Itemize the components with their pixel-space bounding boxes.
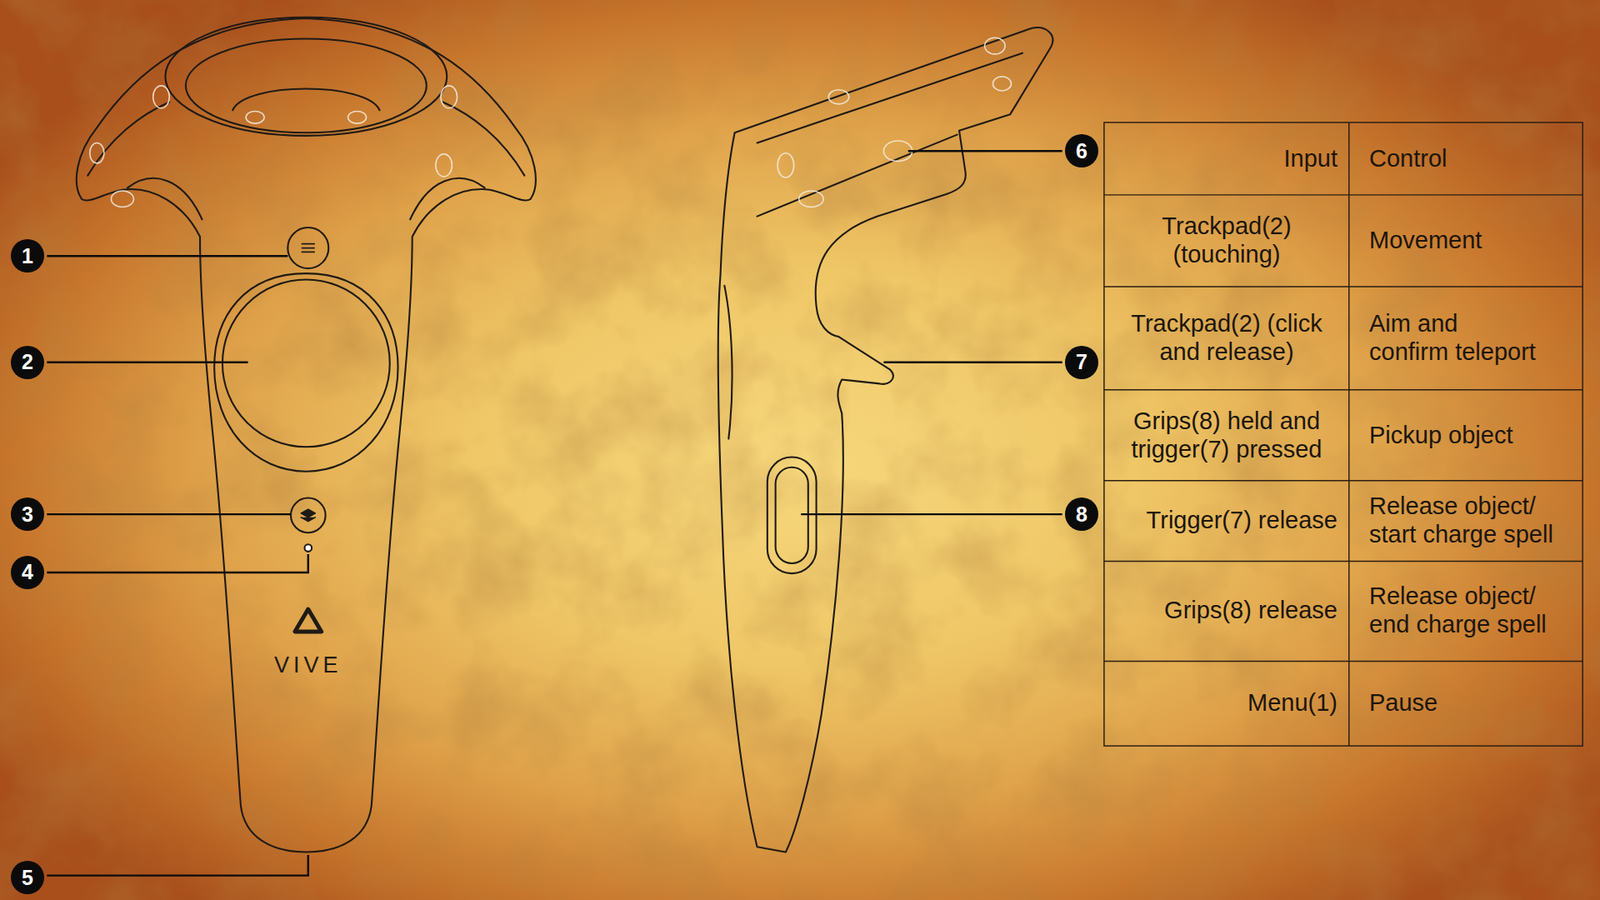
callout-number: 1: [21, 245, 34, 267]
leader-line: [46, 855, 308, 875]
sensor: [777, 153, 795, 178]
table-text: Movement: [1369, 226, 1482, 255]
table-cell: Pause: [1349, 660, 1583, 746]
ring-inner: [185, 39, 427, 134]
sensor: [348, 110, 367, 124]
table-text: Trigger(7) release: [1146, 506, 1338, 535]
table-text: Aim and confirm teleport: [1369, 310, 1540, 366]
menu-button: [287, 227, 329, 269]
table-text: Grips(8) held and trigger(7) pressed: [1115, 407, 1338, 464]
table-cell: Menu(1): [1104, 660, 1350, 746]
table-cell: Trackpad(2) (click and release): [1104, 286, 1350, 390]
table-text: Trackpad(2) (click and release): [1115, 310, 1338, 366]
wing-line: [442, 101, 525, 175]
callout-circle: 1: [10, 239, 45, 273]
vive-logo: [295, 609, 322, 632]
wing-line: [87, 101, 170, 175]
side-edge: [757, 135, 958, 217]
wing-line: [127, 178, 202, 220]
sensor: [799, 190, 824, 208]
table-cell: Control: [1349, 122, 1583, 195]
table-cell: Aim and confirm teleport: [1349, 286, 1583, 390]
table-cell: Grips(8) held and trigger(7) pressed: [1104, 390, 1350, 481]
sensor: [435, 154, 453, 177]
sensor: [992, 76, 1011, 91]
leader-line: [800, 513, 1062, 515]
logo-text: VIVE: [274, 652, 343, 678]
ring-hole: [232, 89, 380, 111]
callout-circle: 7: [1065, 345, 1099, 380]
leader-line: [46, 255, 288, 257]
table-text: Pause: [1369, 689, 1438, 718]
table-cell: Input: [1104, 122, 1350, 195]
sensor: [883, 140, 912, 161]
sensor: [153, 85, 170, 109]
sensor: [985, 37, 1005, 55]
callout-circle: 5: [10, 860, 45, 895]
sensor: [440, 85, 458, 109]
callout-circle: 2: [10, 345, 45, 380]
table-text: Menu(1): [1247, 689, 1338, 718]
table-text: Pickup object: [1369, 421, 1514, 450]
callout-circle: 6: [1065, 134, 1099, 168]
table-cell: Release object/ start charge spell: [1349, 480, 1583, 561]
table-cell: Grips(8) release: [1104, 560, 1350, 661]
leader-line: [46, 360, 248, 363]
leader-line: [908, 150, 1063, 152]
callout-number: 5: [21, 867, 34, 889]
front-outline: [76, 18, 536, 852]
table-grid: [1104, 122, 1583, 746]
sensor: [828, 90, 849, 105]
leader-line: [46, 554, 308, 573]
system-icon: [300, 509, 315, 522]
callout-circle: 8: [1065, 497, 1099, 531]
callout-number: 7: [1075, 351, 1088, 373]
leader-line: [46, 513, 291, 515]
side-edge: [724, 285, 732, 440]
table-cell: Trigger(7) release: [1104, 480, 1350, 561]
callout-number: 3: [21, 504, 34, 525]
table-text: Trackpad(2) (touching): [1115, 212, 1338, 269]
sensor: [90, 142, 105, 163]
table-text: Input: [1284, 145, 1339, 174]
table-cell: Trackpad(2) (touching): [1104, 195, 1350, 287]
callout-number: 4: [21, 561, 34, 583]
trackpad-surround: [214, 273, 398, 472]
callout-circle: 4: [10, 555, 45, 590]
callout-circle: 3: [10, 497, 45, 531]
table-text: Grips(8) release: [1164, 596, 1338, 625]
callout-number: 6: [1075, 140, 1088, 162]
grip-button-inner: [775, 467, 809, 564]
table-border: [1104, 122, 1583, 746]
table-text: Release object/ start charge spell: [1369, 492, 1583, 549]
table-cell: Movement: [1349, 195, 1583, 287]
table-text: Release object/ end charge spell: [1369, 582, 1583, 639]
side-edge: [757, 53, 1023, 144]
ring-outer: [165, 17, 447, 136]
table-cell: Pickup object: [1349, 390, 1583, 481]
menu-icon: [301, 244, 315, 253]
table-text: Control: [1369, 145, 1448, 174]
sensor: [110, 190, 134, 208]
system-button: [290, 498, 326, 534]
callout-number: 2: [21, 351, 34, 373]
wing-line: [410, 178, 485, 220]
table-cell: Release object/ end charge spell: [1349, 560, 1583, 661]
logo-wrap: VIVE: [274, 654, 343, 677]
sensor: [245, 110, 265, 124]
status-led: [305, 544, 313, 552]
leader-line: [883, 360, 1062, 363]
callout-number: 8: [1075, 504, 1088, 525]
